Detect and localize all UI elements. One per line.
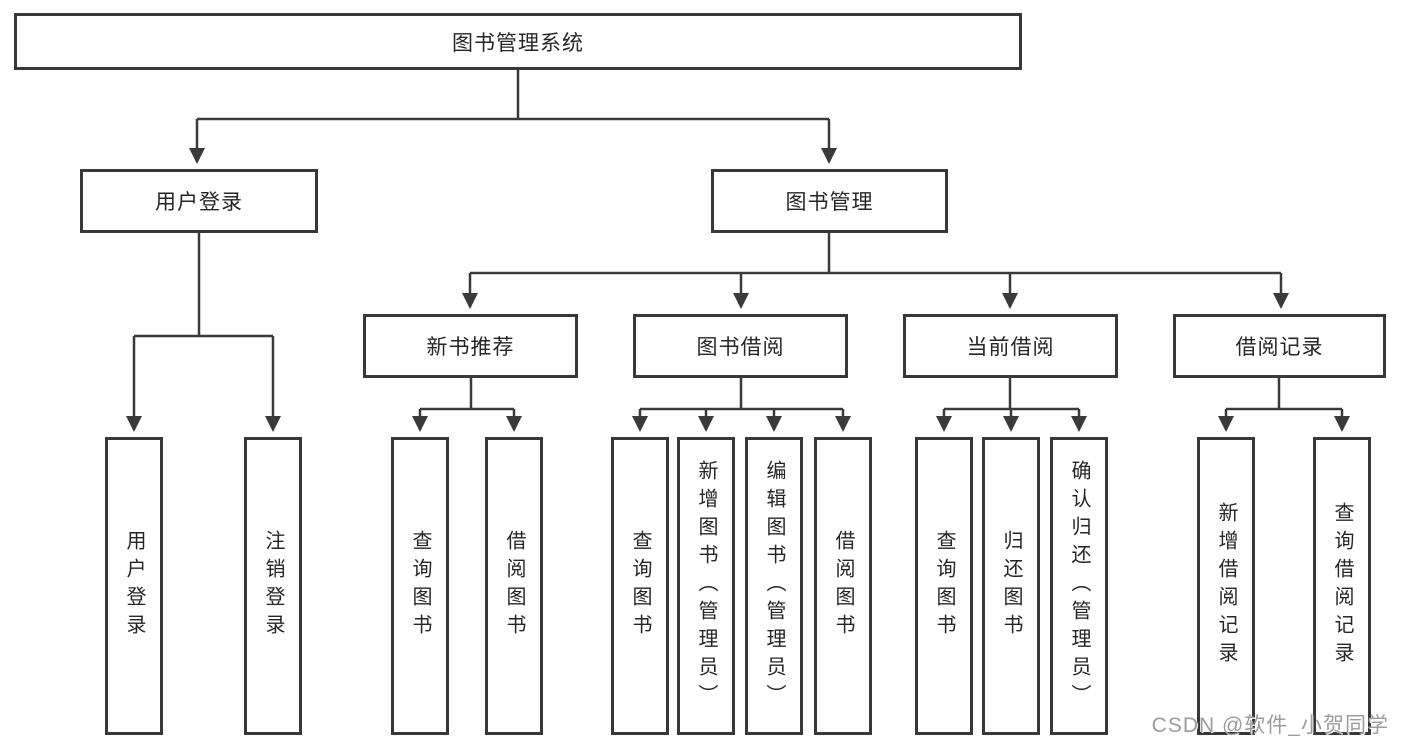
leaf-label: 查询借阅记录: [1331, 502, 1353, 670]
leaf-label: 借阅图书: [503, 530, 525, 642]
leaf-node-add-borrow-record: 新增借阅记录: [1197, 437, 1255, 735]
leaf-label: 用户登录: [123, 530, 145, 642]
leaf-label: 新增图书（管理员）: [695, 460, 717, 712]
leaf-label: 查询图书: [409, 530, 431, 642]
csdn-watermark: CSDN @软件_小贺同学: [1151, 714, 1389, 737]
branch-node-book-management: 图书管理: [711, 169, 948, 233]
leaf-node-query-book-2: 查询图书: [611, 437, 669, 735]
group-node-new-book-recommend: 新书推荐: [363, 314, 578, 378]
leaf-label: 归还图书: [1000, 530, 1022, 642]
leaf-node-confirm-return-admin: 确认归还（管理员）: [1050, 437, 1108, 735]
leaf-node-user-login: 用户登录: [105, 437, 163, 735]
group-node-current-borrow: 当前借阅: [903, 314, 1118, 378]
group-node-book-borrow: 图书借阅: [633, 314, 848, 378]
group-node-borrow-records: 借阅记录: [1173, 314, 1386, 378]
leaf-node-logout: 注销登录: [244, 437, 302, 735]
leaf-node-borrow-book-2: 借阅图书: [814, 437, 872, 735]
branch-node-user-login: 用户登录: [80, 169, 318, 233]
leaf-node-edit-book-admin: 编辑图书（管理员）: [745, 437, 803, 735]
leaf-label: 确认归还（管理员）: [1068, 460, 1090, 712]
root-node-library-system: 图书管理系统: [14, 13, 1022, 70]
leaf-node-add-book-admin: 新增图书（管理员）: [677, 437, 735, 735]
leaf-node-query-book-3: 查询图书: [915, 437, 973, 735]
leaf-label: 编辑图书（管理员）: [763, 460, 785, 712]
leaf-label: 借阅图书: [832, 530, 854, 642]
leaf-node-borrow-book-1: 借阅图书: [485, 437, 543, 735]
leaf-label: 注销登录: [262, 530, 284, 642]
leaf-label: 查询图书: [629, 530, 651, 642]
leaf-label: 新增借阅记录: [1215, 502, 1237, 670]
leaf-node-query-borrow-record: 查询借阅记录: [1313, 437, 1371, 735]
leaf-node-query-book-1: 查询图书: [391, 437, 449, 735]
leaf-label: 查询图书: [933, 530, 955, 642]
leaf-node-return-book: 归还图书: [982, 437, 1040, 735]
